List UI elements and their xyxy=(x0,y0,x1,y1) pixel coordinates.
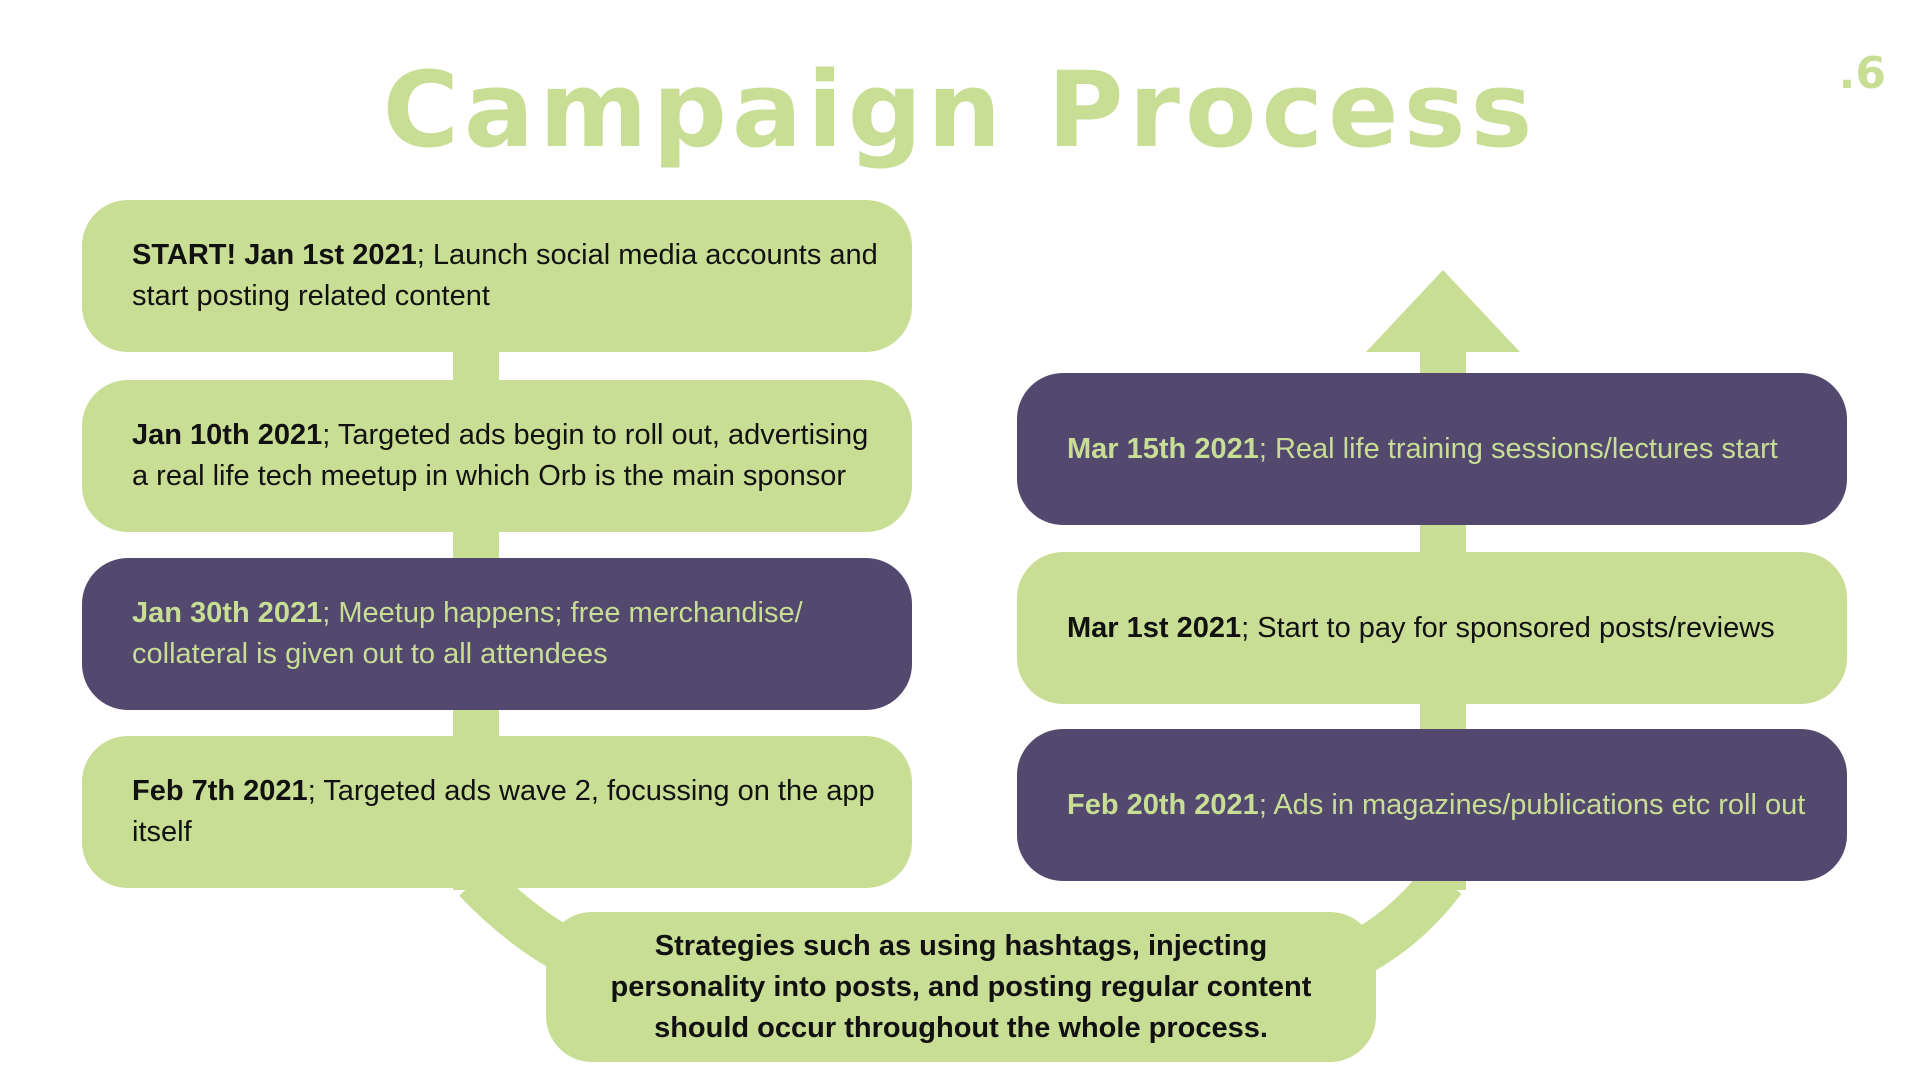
step-jan-10: Jan 10th 2021; Targeted ads begin to rol… xyxy=(82,380,912,532)
step-description: ; Targeted ads begin to roll out, advert… xyxy=(132,419,869,492)
step-date: Feb 20th 2021 xyxy=(1067,788,1259,821)
step-text: START! Jan 1st 2021; Launch social media… xyxy=(132,235,880,317)
page-number: .6 xyxy=(1838,48,1886,99)
step-feb-7: Feb 7th 2021; Targeted ads wave 2, focus… xyxy=(82,736,912,888)
step-description: ; Launch social media accounts and start… xyxy=(132,239,878,312)
strategy-note-text: Strategies such as using hashtags, injec… xyxy=(610,929,1312,1044)
step-date: Feb 7th 2021 xyxy=(132,775,308,807)
step-date: Jan 30th 2021 xyxy=(132,597,323,629)
step-text: Jan 10th 2021; Targeted ads begin to rol… xyxy=(132,415,880,497)
step-description: ; Real life training sessions/lectures s… xyxy=(1258,432,1778,465)
step-feb-20: Feb 20th 2021; Ads in magazines/publicat… xyxy=(1017,729,1847,881)
step-jan-30: Jan 30th 2021; Meetup happens; free merc… xyxy=(82,558,912,710)
step-text: Jan 30th 2021; Meetup happens; free merc… xyxy=(132,593,880,675)
up-arrow-icon xyxy=(1366,270,1520,352)
step-description: ; Start to pay for sponsored posts/revie… xyxy=(1241,611,1775,644)
step-description: ; Ads in magazines/publications etc roll… xyxy=(1258,788,1806,821)
step-mar-15: Mar 15th 2021; Real life training sessio… xyxy=(1017,373,1847,525)
step-date: Jan 10th 2021 xyxy=(132,419,323,451)
step-text: Mar 1st 2021; Start to pay for sponsored… xyxy=(1067,608,1775,649)
step-description: ; Meetup happens; free merchandise/ coll… xyxy=(132,597,803,670)
slide-title: Campaign Process xyxy=(382,49,1538,171)
step-date: Mar 1st 2021 xyxy=(1067,611,1242,644)
step-date: Mar 15th 2021 xyxy=(1067,432,1259,465)
step-text: Feb 7th 2021; Targeted ads wave 2, focus… xyxy=(132,771,880,853)
step-date: START! Jan 1st 2021 xyxy=(132,239,417,271)
step-description: ; Targeted ads wave 2, focussing on the … xyxy=(132,775,875,848)
step-text: Feb 20th 2021; Ads in magazines/publicat… xyxy=(1067,785,1805,826)
step-text: Mar 15th 2021; Real life training sessio… xyxy=(1067,429,1778,470)
step-jan-1: START! Jan 1st 2021; Launch social media… xyxy=(82,200,912,352)
step-mar-1: Mar 1st 2021; Start to pay for sponsored… xyxy=(1017,552,1847,704)
strategy-note: Strategies such as using hashtags, injec… xyxy=(546,912,1376,1062)
